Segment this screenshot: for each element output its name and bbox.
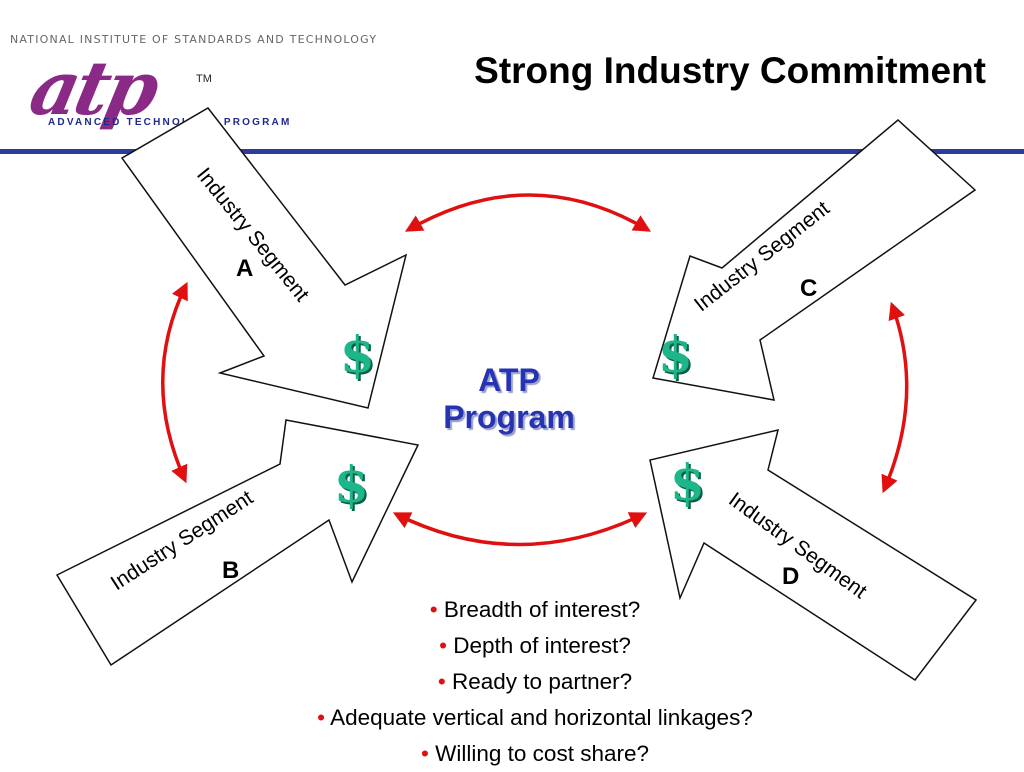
slide-title: Strong Industry Commitment xyxy=(474,50,986,91)
segment-c-dollar-icon: $ xyxy=(658,325,693,384)
segment-a-dollar-icon: $ xyxy=(340,325,375,384)
segment-c-arrow xyxy=(652,119,977,401)
segment-b-letter: B xyxy=(222,557,240,584)
segment-a-letter: A xyxy=(236,255,254,282)
center-line-2: Program xyxy=(443,398,575,435)
connector-left xyxy=(161,281,188,484)
connector-right xyxy=(881,301,909,494)
list-item: • Breadth of interest? xyxy=(429,597,641,622)
segment-c-letter: C xyxy=(800,275,818,302)
connector-top xyxy=(404,193,652,232)
list-item: • Adequate vertical and horizontal linka… xyxy=(317,705,753,730)
org-line: NATIONAL INSTITUTE OF STANDARDS AND TECH… xyxy=(10,33,378,46)
center-line-1: ATP xyxy=(478,362,540,398)
question-list: • Breadth of interest? • Depth of intere… xyxy=(200,592,870,772)
list-item: • Willing to cost share? xyxy=(421,741,649,766)
segment-d-dollar-icon: $ xyxy=(670,453,705,512)
list-item: • Depth of interest? xyxy=(439,633,631,658)
segment-a-arrow xyxy=(120,107,408,409)
list-item: • Ready to partner? xyxy=(437,669,633,694)
logo-trademark: TM xyxy=(196,73,212,85)
header-rule xyxy=(0,149,1024,154)
segment-d-arrow xyxy=(649,428,978,682)
segment-b-dollar-icon: $ xyxy=(334,455,369,514)
logo-subtitle: ADVANCED TECHNOLOGY PROGRAM xyxy=(48,117,292,128)
atp-program-label: ATP Program xyxy=(424,362,594,436)
segment-d-letter: D xyxy=(782,563,800,590)
segment-b-arrow xyxy=(55,419,420,667)
connector-bottom xyxy=(392,512,648,547)
